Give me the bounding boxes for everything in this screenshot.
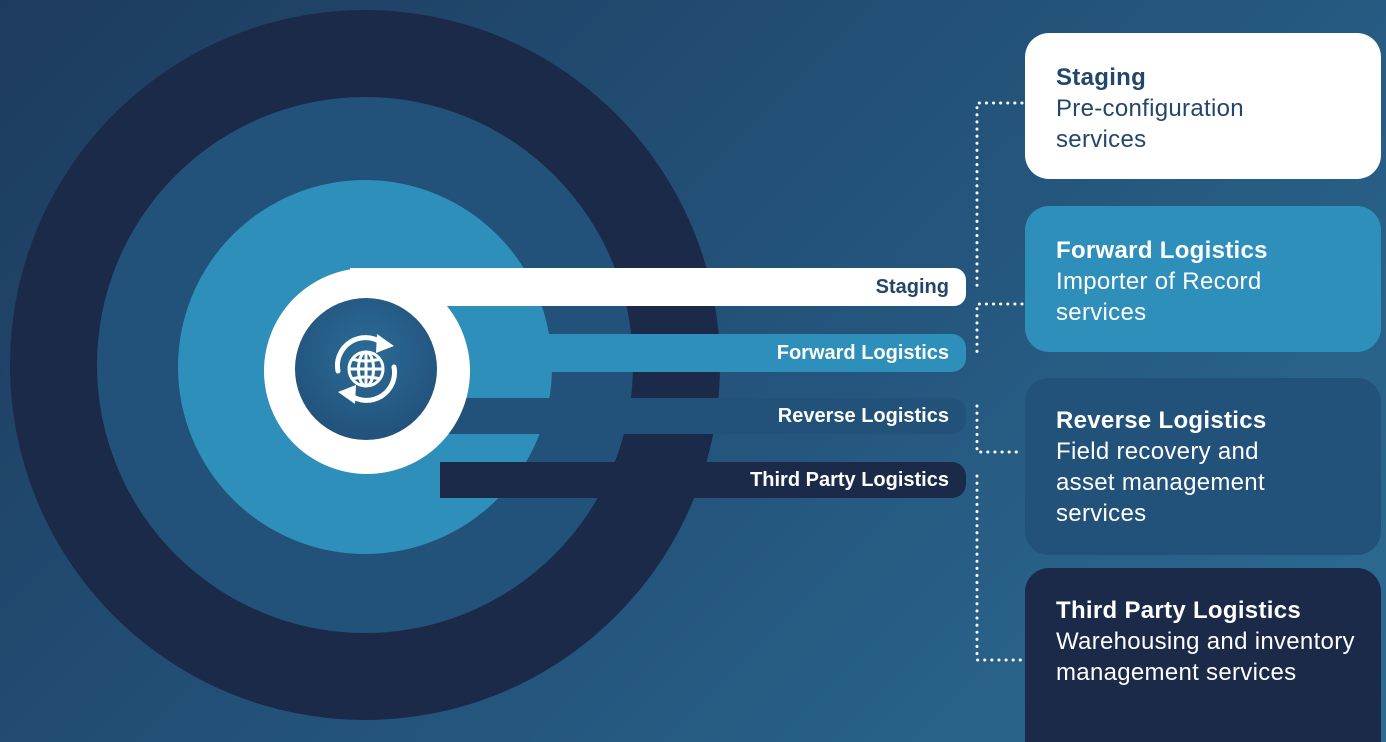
card-desc-third-party-logistics: Warehousing and inventory management ser… — [1056, 628, 1355, 686]
card-title-forward-logistics: Forward Logistics — [1056, 237, 1268, 264]
card-reverse-logistics: Reverse Logistics Field recovery and ass… — [1025, 378, 1381, 555]
card-desc-reverse-logistics: Field recovery and asset management serv… — [1056, 438, 1265, 527]
bar-label-staging: Staging — [875, 275, 949, 298]
bar-reverse-logistics: Reverse Logistics — [440, 398, 966, 434]
card-forward-logistics: Forward Logistics Importer of Record ser… — [1025, 206, 1381, 352]
connector-staging — [975, 101, 1024, 290]
card-desc-forward-logistics: Importer of Record services — [1056, 268, 1262, 326]
card-title-third-party-logistics: Third Party Logistics — [1056, 597, 1302, 624]
connector-reverse — [975, 404, 1024, 454]
connector-forward — [975, 302, 1024, 354]
bar-third-party-logistics: Third Party Logistics — [440, 462, 966, 498]
card-third-party-logistics: Third Party Logistics Warehousing and in… — [1025, 568, 1381, 742]
card-title-staging: Staging — [1056, 64, 1147, 91]
bar-staging: Staging — [350, 268, 966, 306]
bar-label-forward-logistics: Forward Logistics — [776, 341, 949, 364]
bar-label-reverse-logistics: Reverse Logistics — [777, 404, 949, 427]
card-staging: Staging Pre-configuration services — [1025, 33, 1381, 179]
bar-forward-logistics: Forward Logistics — [410, 334, 966, 372]
card-desc-staging: Pre-configuration services — [1056, 95, 1244, 153]
globe-with-cycle-arrows-icon — [335, 334, 397, 404]
bar-label-third-party-logistics: Third Party Logistics — [750, 468, 949, 491]
connector-third-party — [975, 474, 1024, 662]
card-title-reverse-logistics: Reverse Logistics — [1056, 407, 1267, 434]
center-icon-disc — [295, 298, 437, 440]
